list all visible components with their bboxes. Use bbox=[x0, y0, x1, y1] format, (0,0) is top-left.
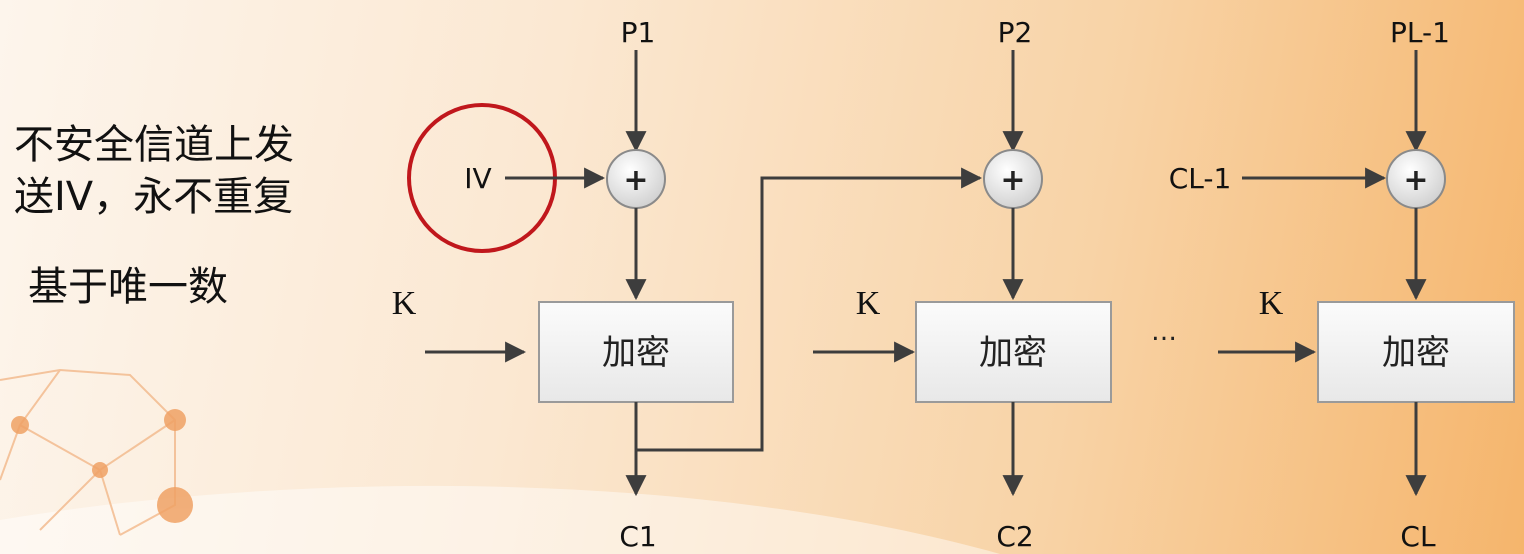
xor-symbol-2: + bbox=[1000, 163, 1025, 198]
ciphertext-label-c1: C1 bbox=[619, 520, 656, 553]
ciphertext-label-cl: CL bbox=[1400, 520, 1436, 553]
xor-symbol-1: + bbox=[623, 163, 648, 198]
note-line-1: 不安全信道上发 bbox=[14, 122, 294, 168]
encrypt-label-3: 加密 bbox=[1382, 333, 1450, 373]
stage-2: P2 + K 加密 C2 bbox=[813, 16, 1112, 553]
key-label-2: K bbox=[856, 285, 881, 322]
note-line-2: 送IV，永不重复 bbox=[14, 174, 294, 220]
prev-cipher-label-cl-1: CL-1 bbox=[1169, 162, 1232, 195]
xor-symbol-3: + bbox=[1403, 163, 1428, 198]
ellipsis: … bbox=[1151, 317, 1177, 347]
plaintext-label-pl-1: PL-1 bbox=[1390, 16, 1450, 49]
plaintext-label-p1: P1 bbox=[621, 16, 656, 49]
arrow-c1-chain-to-xor-2 bbox=[636, 167, 983, 452]
plaintext-label-p2: P2 bbox=[998, 16, 1033, 49]
key-label-1: K bbox=[392, 285, 417, 322]
stage-1: P1 IV + K 加密 C1 bbox=[392, 16, 734, 553]
iv-label: IV bbox=[464, 162, 491, 195]
note-line-3: 基于唯一数 bbox=[28, 264, 228, 310]
key-label-3: K bbox=[1259, 285, 1284, 322]
encrypt-box-3 bbox=[1317, 301, 1515, 403]
encrypt-label-1: 加密 bbox=[602, 333, 670, 373]
stage-l: PL-1 CL-1 + K 加密 CL bbox=[1169, 16, 1515, 553]
encrypt-label-2: 加密 bbox=[979, 333, 1047, 373]
encrypt-box-1 bbox=[538, 301, 734, 403]
ciphertext-label-c2: C2 bbox=[996, 520, 1033, 553]
